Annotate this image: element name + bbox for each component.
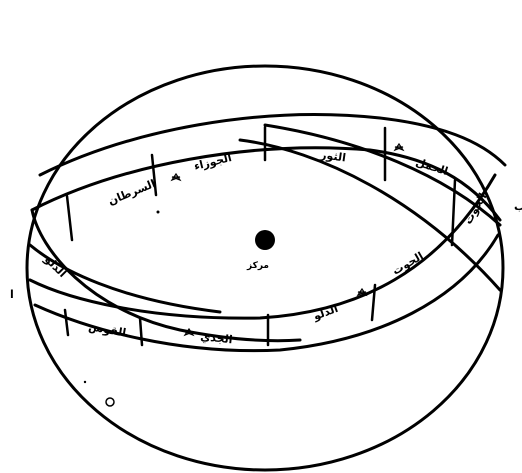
lower-divider-2 [140,318,142,345]
star-icon-2 [172,174,180,180]
outer-label-left: ا [10,288,14,301]
lower-label-3: القوس [87,320,127,339]
speck-1 [157,211,160,214]
star-icon-3 [358,289,366,295]
star-icon-1 [395,144,403,150]
outer-label-right: ب [514,200,522,213]
lower-label-2: الجدي [200,330,233,346]
lower-label-1: الدلو [311,302,340,323]
upper-label-1: الجوزاء [193,151,233,173]
center-dot [255,230,275,250]
right-crossing-arc [240,140,500,290]
lower-label-0: الحوت [390,249,426,277]
speck-2 [84,381,86,383]
upper-label-4: الحوت [461,191,489,227]
upper-label-0: السرطان [106,177,157,208]
center-label: مركز [246,261,269,271]
lower-divider-1 [65,310,68,335]
upper-label-3: الحمل [414,155,449,178]
small-mark-circle [106,398,114,406]
upper-divider-1 [67,196,72,240]
